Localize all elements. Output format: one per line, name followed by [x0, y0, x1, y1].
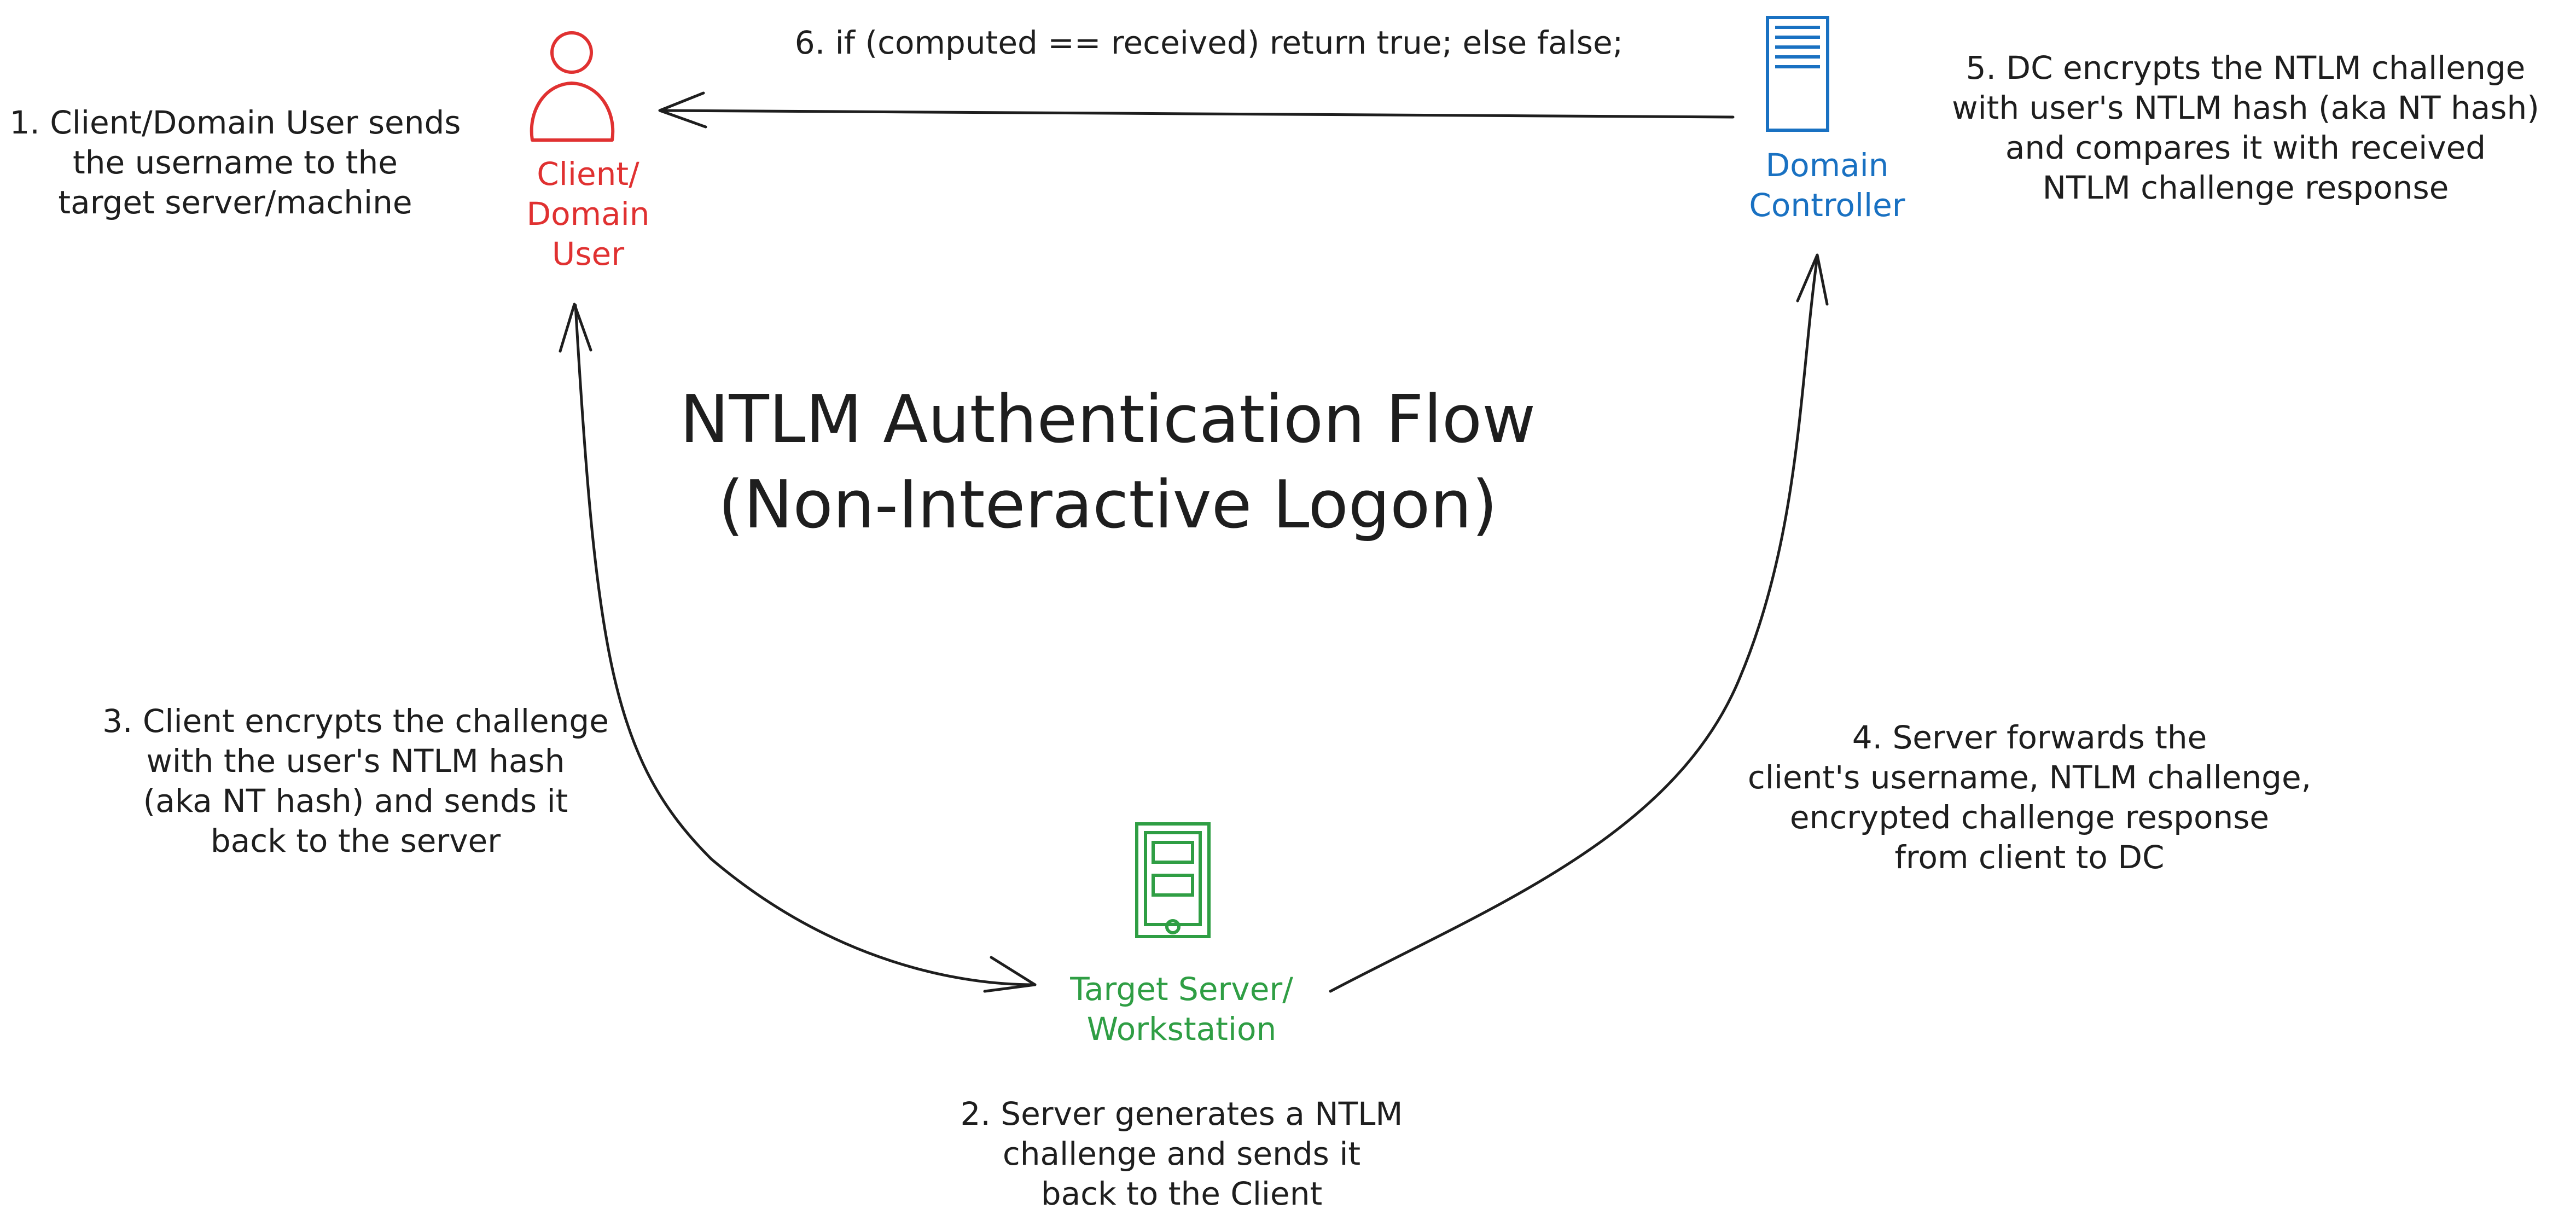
workstation-icon [1135, 822, 1211, 938]
arrow-target-to-dc [1329, 253, 1829, 993]
arrow-dc-to-client [658, 91, 1735, 129]
client-label: Client/ Domain User [526, 155, 650, 273]
arrow-client-target-bidirectional [559, 303, 1037, 993]
domain-controller-label: Domain Controller [1749, 147, 1905, 224]
step-5-text: 5. DC encrypts the NTLM challenge with u… [1952, 49, 2539, 207]
step-6-text: 6. if (computed == received) return true… [794, 24, 1624, 61]
step-4-text: 4. Server forwards the client's username… [1747, 719, 2312, 876]
diagram-title: NTLM Authentication Flow (Non-Interactiv… [679, 382, 1536, 543]
user-icon [530, 31, 615, 142]
step-1-text: 1. Client/Domain User sends the username… [9, 104, 461, 222]
server-tower-icon [1766, 16, 1829, 132]
target-server-label: Target Server/ Workstation [1070, 971, 1293, 1048]
step-2-text: 2. Server generates a NTLM challenge and… [960, 1095, 1403, 1213]
step-3-text: 3. Client encrypts the challenge with th… [102, 702, 609, 860]
